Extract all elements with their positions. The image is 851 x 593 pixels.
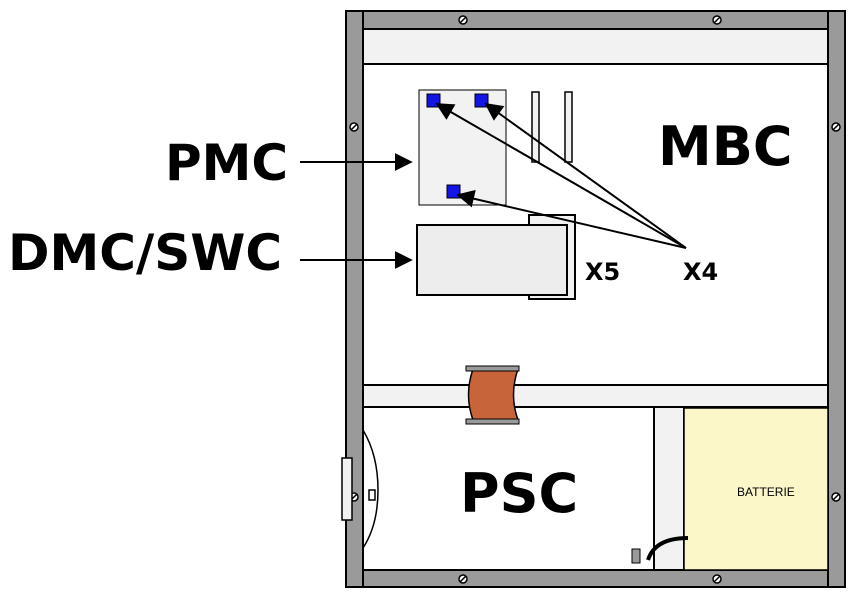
- x4-arrow-3: [456, 189, 687, 249]
- card-slots: [531, 91, 573, 163]
- card-slot-1: [531, 91, 540, 163]
- callout-arrows: [300, 102, 687, 269]
- screw-bottom-left: [458, 574, 468, 584]
- x4-arrow-2: [484, 102, 687, 249]
- screw-top-left: [458, 15, 468, 25]
- side-hinge: [341, 429, 379, 549]
- screw-right-lower: [831, 492, 841, 502]
- screw-top-right: [712, 15, 722, 25]
- x4-arrow-1: [435, 103, 687, 249]
- top-rail: [362, 28, 829, 65]
- mbc-label: MBC: [658, 115, 793, 178]
- dmc-swc-label: DMC/SWC: [8, 224, 282, 282]
- battery-cable: [631, 536, 689, 564]
- screw-left-upper: [349, 122, 359, 132]
- pmc-label: PMC: [165, 134, 288, 192]
- screw-right-upper: [831, 122, 841, 132]
- card-slot-2: [564, 91, 573, 163]
- battery: [683, 407, 829, 571]
- x4-label: X4: [683, 258, 718, 286]
- dmc-swc-board: [416, 224, 568, 296]
- battery-label: BATTERIE: [737, 485, 795, 499]
- x5-label: X5: [585, 258, 620, 286]
- x4-connector-3: [446, 184, 461, 199]
- flex-coupler: [465, 365, 520, 425]
- psc-label: PSC: [460, 462, 578, 525]
- screw-bottom-right: [712, 574, 722, 584]
- cabinet-frame: [345, 10, 846, 588]
